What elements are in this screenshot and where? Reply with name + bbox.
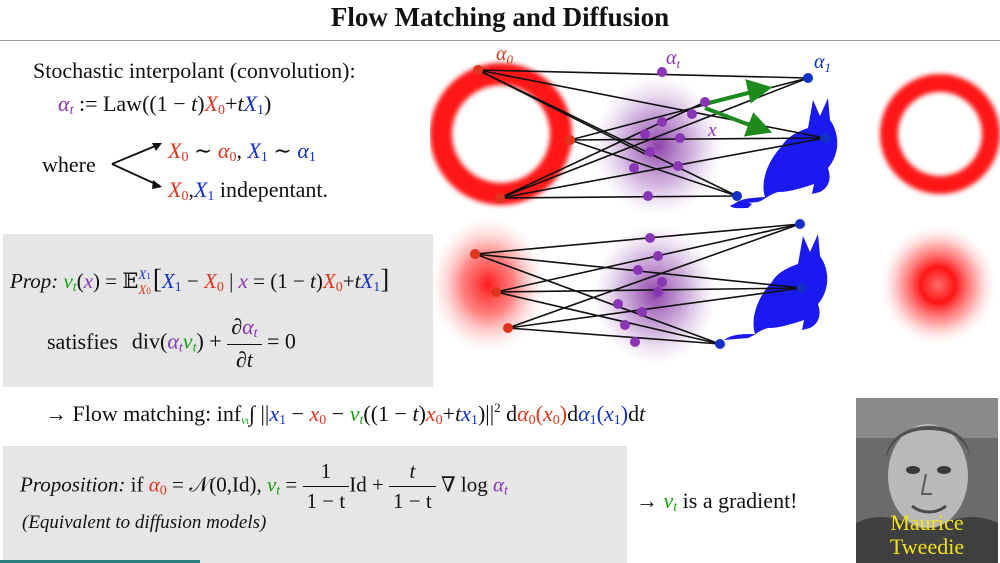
alpha0-label: α0 bbox=[496, 43, 514, 67]
portrait-photo: Maurice Tweedie bbox=[856, 398, 998, 563]
source-ring-density bbox=[430, 63, 572, 205]
source-gaussian-density bbox=[430, 217, 546, 353]
source-points bbox=[470, 65, 575, 333]
x-point-label: x bbox=[707, 120, 717, 141]
photo-caption-first: Maurice bbox=[890, 510, 964, 535]
ring-density-right bbox=[880, 74, 1000, 194]
where-distributions: X0 ∼ α0, X1 ∼ α1 bbox=[168, 138, 316, 165]
proposition-box bbox=[3, 446, 627, 563]
gaussian-density-right bbox=[880, 225, 996, 345]
where-branch-arrows bbox=[111, 143, 162, 189]
title-divider bbox=[0, 40, 1000, 41]
target-points bbox=[715, 73, 830, 349]
prop-box bbox=[3, 234, 433, 387]
portrait-image bbox=[856, 398, 998, 563]
gradient-remark: → vt is a gradient! bbox=[636, 488, 798, 515]
where-label: where bbox=[42, 152, 96, 177]
flow-diagram: α0 αt α1 x bbox=[430, 43, 1000, 364]
interpolant-definition: αt := Law((1 − t)X0+tX1) bbox=[58, 91, 272, 118]
page-title: Flow Matching and Diffusion bbox=[330, 2, 670, 32]
coupling-lines-bottom bbox=[474, 223, 803, 345]
coupling-lines-top bbox=[477, 69, 826, 199]
flow-matching-objective: → Flow matching: infvt∫ ||x1 − x0 − vt((… bbox=[45, 400, 646, 428]
footer-accent-line bbox=[0, 560, 200, 563]
alphat-label: αt bbox=[666, 47, 681, 71]
velocity-arrows bbox=[704, 79, 773, 137]
interpolant-heading: Stochastic interpolant (convolution): bbox=[33, 58, 356, 83]
cat-silhouette-top bbox=[730, 98, 838, 209]
photo-caption-last: Tweedie bbox=[889, 534, 965, 559]
equivalence-note: (Equivalent to diffusion models) bbox=[22, 512, 267, 533]
cat-silhouette-bottom bbox=[724, 234, 828, 340]
where-independence: X0,X1 indepentant. bbox=[168, 177, 329, 204]
alpha1-label: α1 bbox=[814, 51, 831, 75]
intermediate-points bbox=[613, 67, 710, 347]
